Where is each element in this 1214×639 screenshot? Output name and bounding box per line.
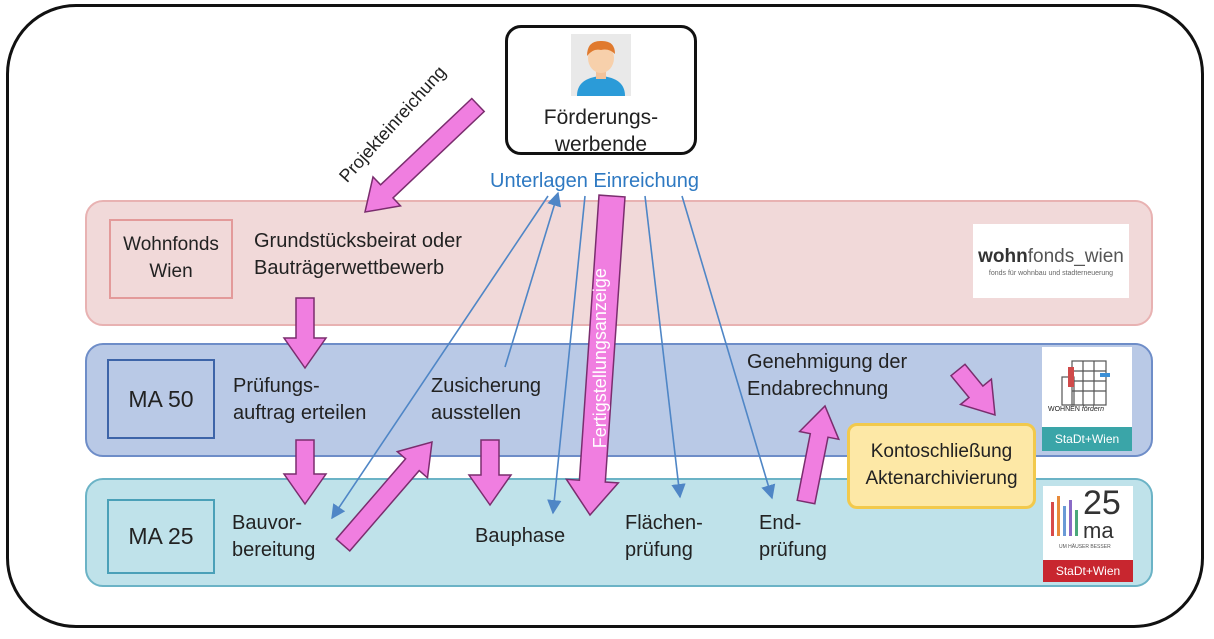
blue-arrow-to-endpruefung <box>681 195 776 500</box>
step-genehmigung-line2: Endabrechnung <box>747 378 889 400</box>
kontoschliessung-box: Kontoschließung Aktenarchivierung <box>847 423 1036 509</box>
step-endpruefung-line2: prüfung <box>759 539 827 561</box>
logo-ma25-ma: ma <box>1083 518 1114 543</box>
pink-arrow-to-pruefungsauftrag <box>282 297 328 370</box>
logo-ma25-tagline: UM HÄUSER BESSER <box>1059 544 1111 550</box>
step-bauvorbereitung-line1: Bauvor- <box>232 512 303 534</box>
closing-line1: Kontoschließung <box>870 441 1013 463</box>
step-pruefungsauftrag: Prüfungs- auftrag erteilen <box>233 373 366 427</box>
pink-arrow-fertigstellungsanzeige <box>564 194 626 517</box>
step-bauvorbereitung-line2: bereitung <box>232 539 316 561</box>
logo-foerdern-text: fördern <box>1081 406 1105 413</box>
logo-wohnen-foerdern: WOHNEN fördern StaDt+Wien <box>1042 347 1132 451</box>
pink-arrow-to-genehmigung <box>796 404 841 505</box>
closing-line2: Aktenarchivierung <box>865 468 1018 489</box>
ma25-bars-icon <box>1051 496 1078 536</box>
pink-arrow-to-bauvorbereitung <box>282 439 328 506</box>
pink-arrow-projekteinreichung <box>364 97 486 213</box>
step-bauphase: Bauphase <box>475 525 566 547</box>
step-grundstuecksbeirat-line2: Bauträgerwettbewerb <box>254 257 445 279</box>
step-flaechenpruefung-line2: prüfung <box>625 539 693 561</box>
org-box-ma50: MA 50 <box>107 359 215 439</box>
label-fertigstellungsanzeige: Fertigstellungsanzeige <box>589 268 610 449</box>
step-flaechenpruefung-line1: Flächen- <box>625 512 703 534</box>
blue-arrow-to-flaechenpruefung <box>644 195 686 499</box>
step-pruefungsauftrag-line2: auftrag erteilen <box>233 402 367 424</box>
org-label-wohnfonds-line2: Wien <box>149 261 193 282</box>
logo-ma25: 25 ma UM HÄUSER BESSER StaDt+Wien <box>1043 486 1133 582</box>
step-grundstuecksbeirat-line1: Grundstücksbeirat oder <box>254 230 462 252</box>
pink-arrow-to-zusicherung <box>335 440 433 552</box>
blue-arrow-to-bauphase <box>547 195 586 515</box>
step-genehmigung-line1: Genehmigung der <box>747 351 908 373</box>
step-flaechenpruefung: Flächen- prüfung <box>625 510 703 564</box>
person-avatar-icon <box>571 34 631 96</box>
pink-arrow-to-bauphase <box>467 439 513 507</box>
logo-ma25-number: 25 <box>1083 484 1121 522</box>
step-zusicherung-line2: ausstellen <box>431 402 522 424</box>
logo-stadt-wien-banner-ma50: StaDt+Wien <box>1042 427 1132 451</box>
pink-arrow-to-kontoschliessung <box>949 363 996 417</box>
step-zusicherung-line1: Zusicherung <box>431 375 542 397</box>
org-box-wohnfonds: Wohnfonds Wien <box>109 219 233 299</box>
blue-arrow-to-bauvorbereitung <box>331 195 549 520</box>
foerderungswerbende-box: Förderungs- werbende <box>505 25 697 157</box>
step-endpruefung-line1: End- <box>759 512 802 534</box>
step-genehmigung: Genehmigung der Endabrechnung <box>747 349 907 403</box>
label-unterlagen-einreichung: Unterlagen Einreichung <box>490 170 700 192</box>
outer-frame <box>6 4 1204 628</box>
org-box-ma25: MA 25 <box>107 499 215 574</box>
logo-wohnfonds-rest: fonds_wien <box>1027 245 1124 267</box>
step-zusicherung: Zusicherung ausstellen <box>431 373 541 427</box>
logo-wohnfonds-wien: wohnfonds_wien fonds für wohnbau und sta… <box>973 224 1129 298</box>
step-grundstuecksbeirat: Grundstücksbeirat oder Bauträgerwettbewe… <box>254 228 462 282</box>
person-label-line1: Förderungs- <box>543 106 659 129</box>
step-endpruefung: End- prüfung <box>759 510 827 564</box>
logo-wohnfonds-bold: wohn <box>978 245 1028 267</box>
org-label-ma25: MA 25 <box>128 523 194 549</box>
org-label-wohnfonds-line1: Wohnfonds <box>123 234 219 256</box>
logo-wohnen-text: WOHNEN <box>1048 406 1080 413</box>
person-label-line2: werbende <box>554 133 648 157</box>
step-bauvorbereitung: Bauvor- bereitung <box>232 510 315 564</box>
blue-arrow-from-zusicherung <box>504 191 562 368</box>
logo-stadt-wien-banner-ma25: StaDt+Wien <box>1043 560 1133 582</box>
org-label-ma50: MA 50 <box>128 385 194 412</box>
step-pruefungsauftrag-line1: Prüfungs- <box>233 375 320 397</box>
band-ma25: MA 25 Bauvor- bereitung Bauphase Flächen… <box>85 478 1153 587</box>
logo-wohnfonds-sub: fonds für wohnbau und stadterneuerung <box>988 269 1114 277</box>
building-icon <box>1061 360 1110 406</box>
